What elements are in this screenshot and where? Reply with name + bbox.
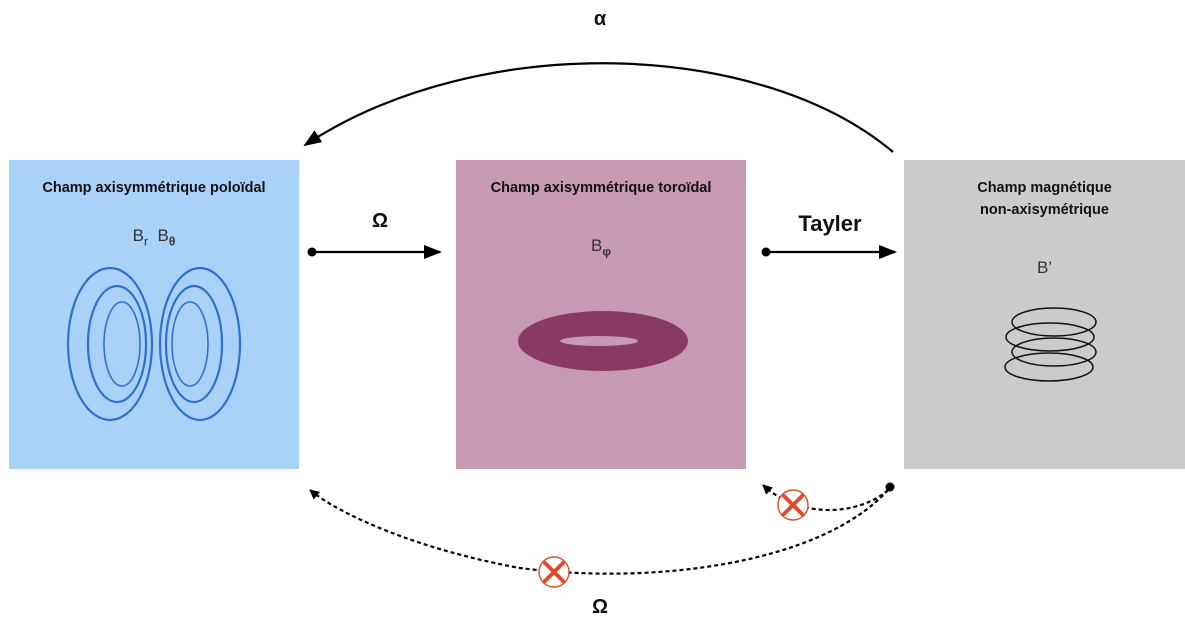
tangled-loops-icon: [1004, 307, 1097, 382]
torus-icon: [518, 311, 688, 371]
b-theta-symbol: Bθ: [157, 226, 176, 249]
b-prime-symbol: B’: [1036, 258, 1053, 277]
poloidal-title: Champ axisymmétrique poloïdal: [42, 180, 266, 196]
alpha-arrow: [303, 62, 894, 153]
blocked-cross-icon: [777, 489, 809, 521]
blocked-cross-icon: [538, 556, 570, 588]
toroidal-title: Champ axisymmétrique toroïdal: [490, 180, 712, 196]
omega-arrow: [307, 245, 442, 259]
tayler-arrow: [761, 245, 897, 259]
nonaxi-title-line1: Champ magnétique: [977, 180, 1112, 196]
dotted-arrow-to-toroidal: [762, 484, 889, 511]
nonaxi-box: [904, 160, 1185, 469]
ellipse-loops-icon: [66, 266, 242, 422]
nonaxi-panel: Champ magnétique non-axisymétrique B’: [904, 160, 1185, 469]
tayler-label: Tayler: [798, 211, 862, 236]
poloidal-panel: Champ axisymmétrique poloïdal Br Bθ: [9, 160, 299, 469]
poloidal-symbols: Br Bθ: [9, 226, 299, 248]
poloidal-box: [9, 160, 299, 469]
omega-bottom-label: Ω: [591, 596, 609, 618]
b-phi-symbol: Bφ: [591, 236, 611, 259]
alpha-label: α: [593, 8, 607, 30]
nonaxi-title-line2: non-axisymétrique: [980, 202, 1109, 218]
toroidal-panel: Champ axisymmétrique toroïdal Bφ: [456, 160, 746, 469]
omega-label: Ω: [371, 210, 389, 232]
b-r-symbol: Br: [132, 226, 149, 249]
